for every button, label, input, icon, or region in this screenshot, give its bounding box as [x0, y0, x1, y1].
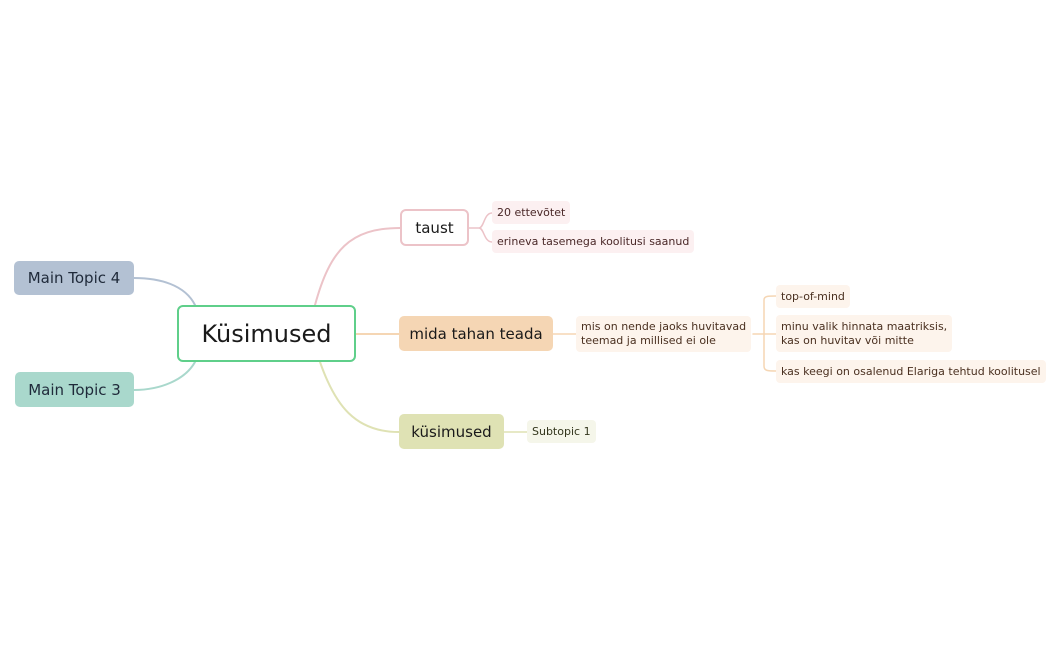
link-mida-grandchildren	[752, 295, 777, 372]
subtopic-20-ettevotet[interactable]: 20 ettevõtet	[492, 201, 571, 224]
subtopic-maatriks[interactable]: minu valik hinnata maatriksis, kas on hu…	[776, 315, 953, 352]
subtopic-line: teemad ja millised ei ole	[581, 334, 716, 347]
central-topic[interactable]: Küsimused	[177, 305, 356, 362]
subtopic-elari-koolitus[interactable]: kas keegi on osalenud Elariga tehtud koo…	[776, 360, 1046, 383]
link-taust-children	[468, 212, 493, 243]
topic-kusimused[interactable]: küsimused	[399, 414, 504, 449]
topic-mida-tahan-teada[interactable]: mida tahan teada	[399, 316, 553, 351]
link-main-topic-4	[133, 277, 196, 306]
main-topic-4[interactable]: Main Topic 4	[14, 261, 134, 295]
topic-taust[interactable]: taust	[400, 209, 469, 246]
subtopic-line: mis on nende jaoks huvitavad	[581, 320, 747, 333]
subtopic-koolitusi-saanud[interactable]: erineva tasemega koolitusi saanud	[492, 230, 695, 253]
subtopic-1[interactable]: Subtopic 1	[527, 420, 596, 443]
link-main-topic-3	[133, 361, 196, 391]
subtopic-line: minu valik hinnata maatriksis,	[781, 319, 948, 333]
subtopic-top-of-mind[interactable]: top-of-mind	[776, 285, 850, 308]
link-taust	[314, 227, 401, 306]
subtopic-huvitavad-teemad[interactable]: mis on nende jaoks huvitavad teemad ja m…	[576, 316, 752, 352]
main-topic-3[interactable]: Main Topic 3	[15, 372, 134, 407]
subtopic-line: kas on huvitav või mitte	[781, 333, 914, 347]
link-kusimused	[319, 361, 400, 433]
